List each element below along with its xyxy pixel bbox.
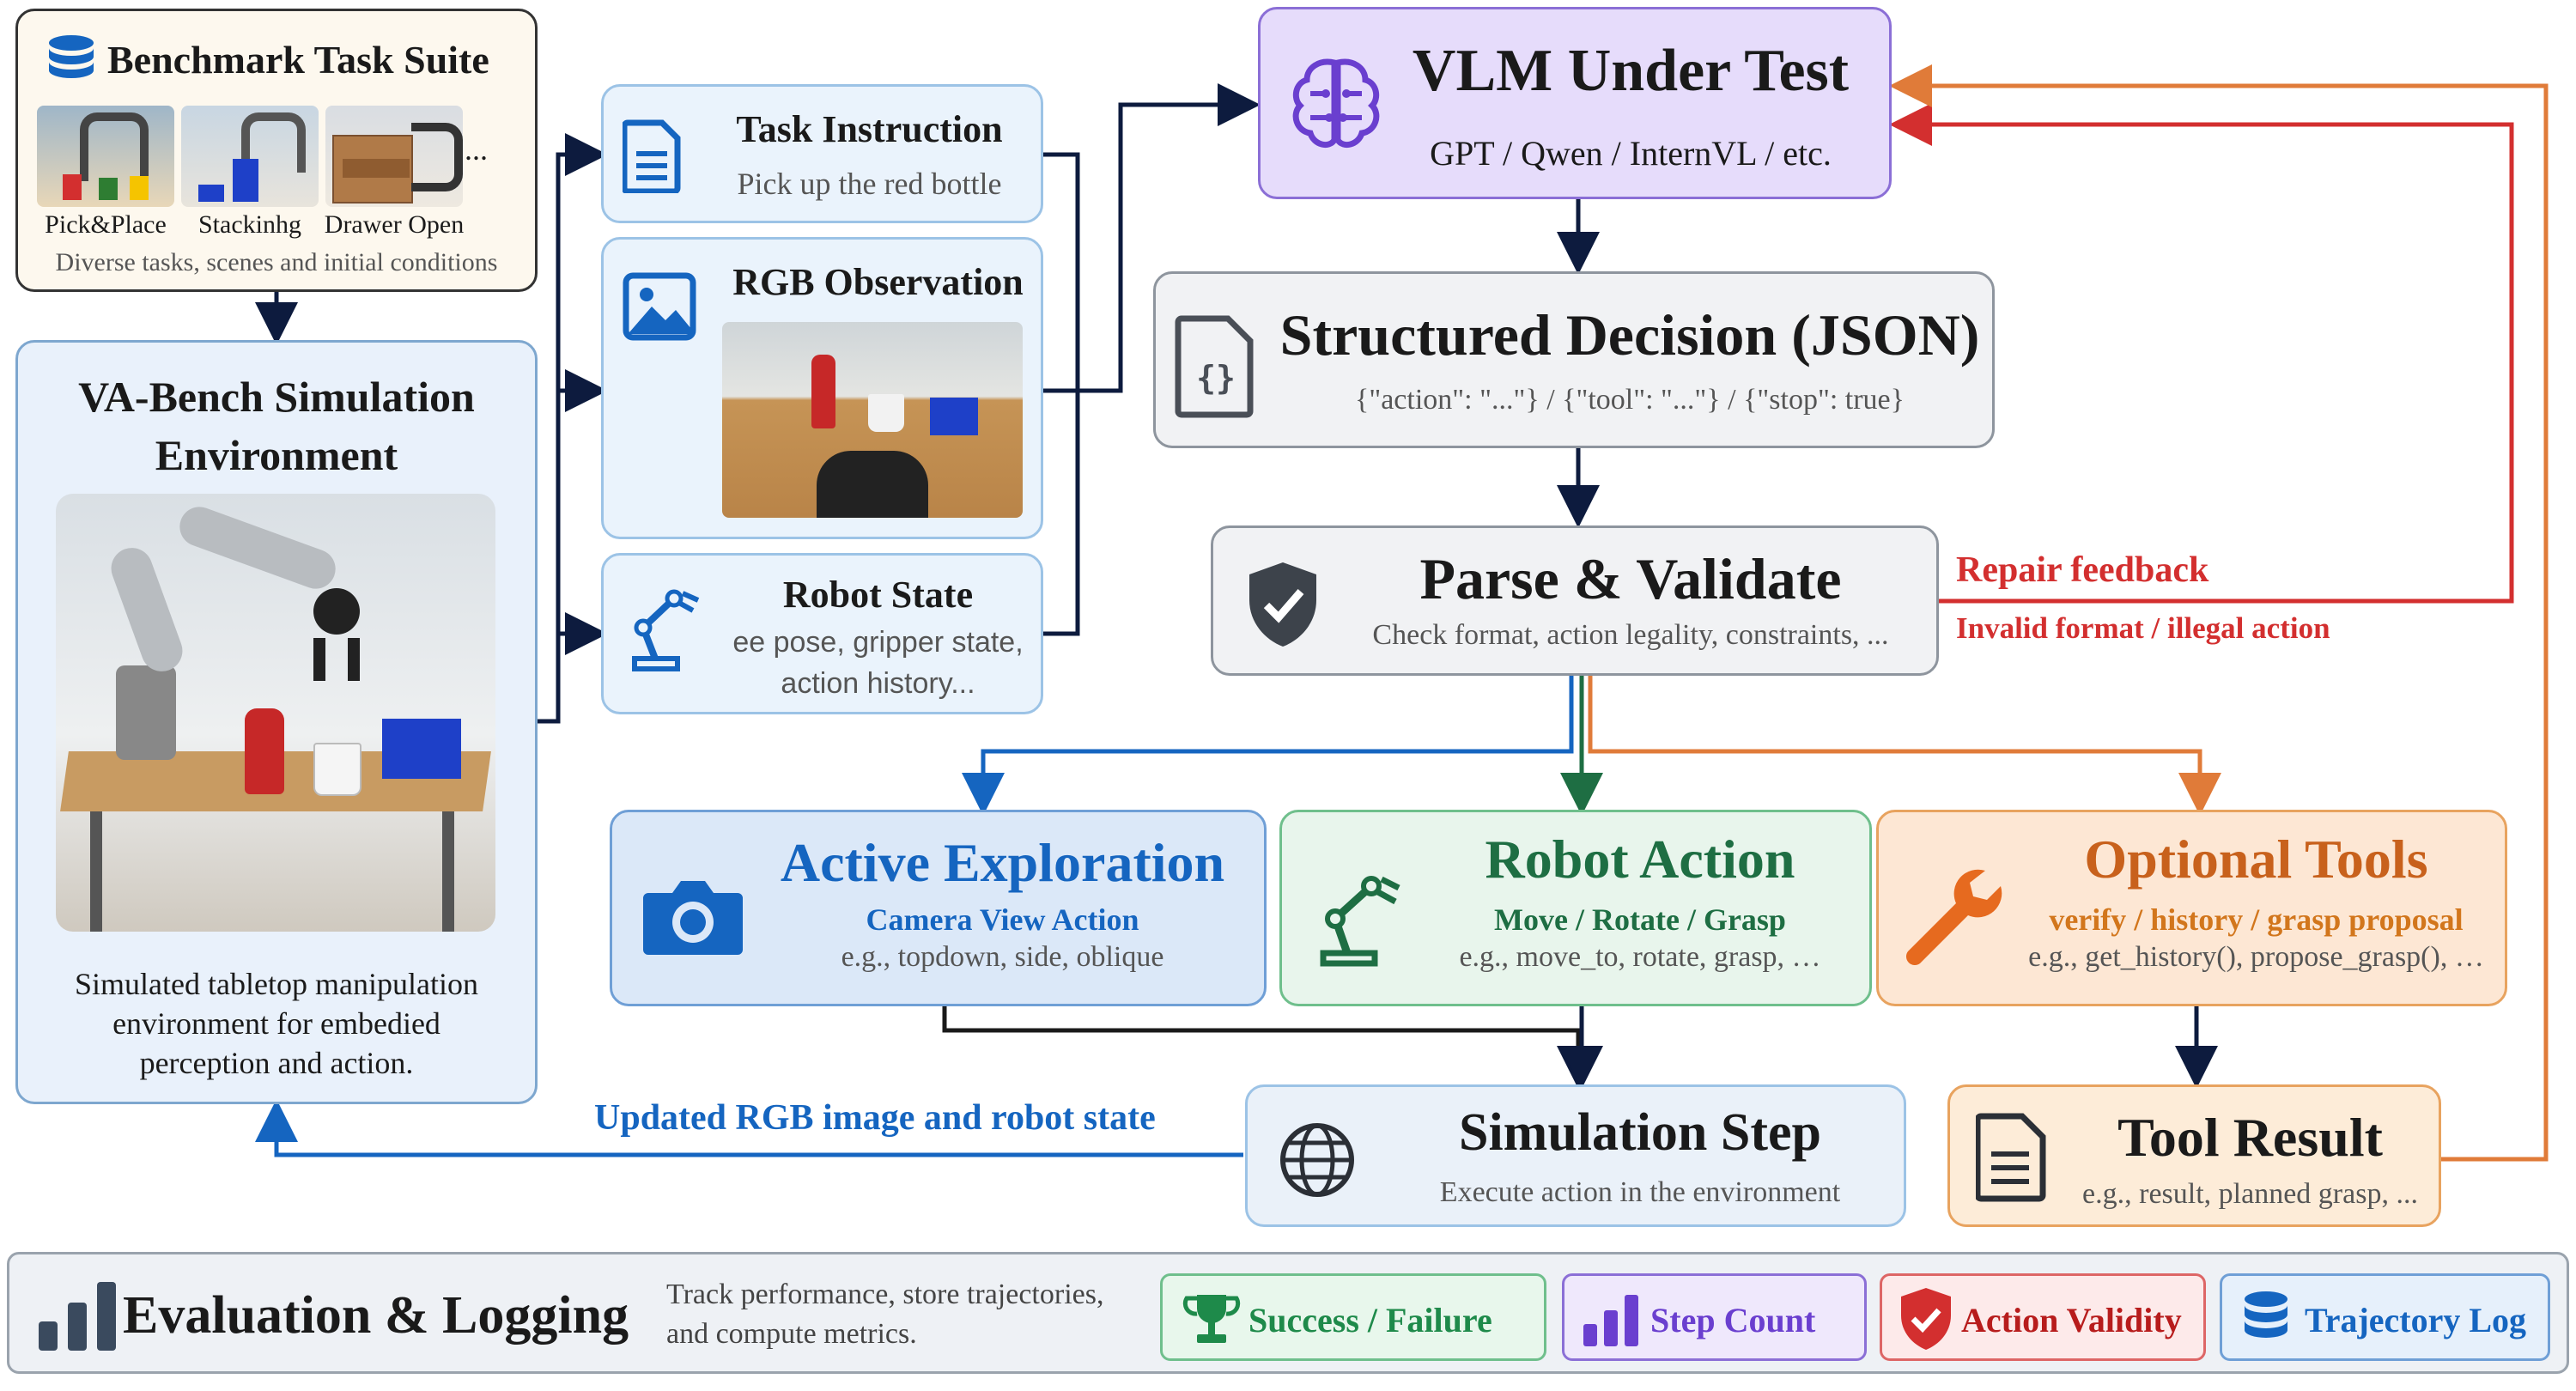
- evaluation-logging-bar: Evaluation & Logging Track performance, …: [7, 1252, 2569, 1374]
- env-desc-line2: environment for embedied: [112, 1006, 440, 1041]
- vlm-title: VLM Under Test: [1412, 38, 1850, 104]
- eval-desc-line2: and compute metrics.: [666, 1318, 917, 1350]
- task-instruction-box: Task Instruction Pick up the red bottle: [601, 84, 1043, 223]
- step-count-badge: Step Count: [1562, 1273, 1867, 1361]
- document-icon-result: [1976, 1113, 2046, 1202]
- robot-arm-icon: [632, 589, 700, 671]
- robot-state-box: Robot State ee pose, gripper state, acti…: [601, 553, 1043, 714]
- suite-ellipsis: ...: [465, 132, 488, 167]
- badge-step-count-label: Step Count: [1650, 1301, 1816, 1339]
- updated-state-label: Updated RGB image and robot state: [594, 1098, 1156, 1138]
- task-instruction-title: Task Instruction: [736, 108, 1003, 150]
- camera-icon: [643, 881, 743, 955]
- tools-sub1: verify / history / grasp proposal: [2049, 902, 2464, 937]
- explore-sub2: e.g., topdown, side, oblique: [841, 941, 1164, 973]
- database-icon: [49, 35, 94, 78]
- svg-text:{}: {}: [1196, 359, 1236, 397]
- invalid-format-label: Invalid format / illegal action: [1956, 611, 2330, 645]
- parse-validate-box: Parse & Validate Check format, action le…: [1211, 525, 1939, 676]
- env-title-line1: VA-Bench Simulation: [78, 373, 475, 421]
- tools-sub2: e.g., get_history(), propose_grasp(), …: [2028, 941, 2484, 973]
- step-bars-icon: [1583, 1295, 1638, 1346]
- bar-chart-icon: [39, 1282, 116, 1351]
- robot-action-title: Robot Action: [1485, 829, 1795, 890]
- decision-subtitle: {"action": "..."} / {"tool": "..."} / {"…: [1355, 384, 1905, 416]
- task-instruction-text: Pick up the red bottle: [737, 167, 1002, 201]
- optional-tools-box: Optional Tools verify / history / grasp …: [1876, 810, 2507, 1006]
- robot-state-title: Robot State: [782, 574, 974, 616]
- badge-trajectory-log-label: Trajectory Log: [2305, 1301, 2527, 1339]
- env-desc-line1: Simulated tabletop manipulation: [75, 967, 478, 1001]
- image-icon: [623, 272, 696, 341]
- simulation-step-box: Simulation Step Execute action in the en…: [1245, 1084, 1906, 1227]
- robot-arm-icon-action: [1320, 876, 1400, 967]
- rgb-observation-image: [722, 322, 1023, 518]
- tool-result-subtitle: e.g., result, planned grasp, ...: [2082, 1178, 2418, 1210]
- robot-action-sub2: e.g., move_to, rotate, grasp, …: [1459, 941, 1821, 973]
- badge-success-failure-label: Success / Failure: [1249, 1301, 1492, 1339]
- active-exploration-box: Active Exploration Camera View Action e.…: [610, 810, 1267, 1006]
- tool-result-title: Tool Result: [2117, 1107, 2383, 1168]
- globe-icon: [1280, 1123, 1354, 1197]
- robot-action-box: Robot Action Move / Rotate / Grasp e.g.,…: [1279, 810, 1872, 1006]
- thumb-stacking: [181, 106, 319, 207]
- vlm-under-test-box: VLM Under Test GPT / Qwen / InternVL / e…: [1258, 7, 1892, 199]
- brain-icon: [1292, 58, 1380, 149]
- shield-check-red-icon: [1901, 1288, 1951, 1350]
- explore-title: Active Exploration: [780, 832, 1225, 893]
- suite-caption: Diverse tasks, scenes and initial condit…: [55, 248, 498, 276]
- database-icon-log: [2245, 1291, 2287, 1338]
- task-label-pick-place: Pick&Place: [45, 210, 167, 239]
- env-robot-image: [56, 494, 495, 932]
- sim-step-title: Simulation Step: [1458, 1103, 1822, 1162]
- document-icon: [623, 119, 681, 193]
- robot-state-line2: action history...: [781, 667, 975, 700]
- tools-title: Optional Tools: [2084, 829, 2428, 890]
- tool-result-box: Tool Result e.g., result, planned grasp,…: [1947, 1084, 2441, 1227]
- simulation-environment-box: VA-Bench Simulation Environment Simulate…: [15, 340, 538, 1104]
- action-validity-badge: Action Validity: [1880, 1273, 2206, 1361]
- decision-title: Structured Decision (JSON): [1279, 302, 1980, 367]
- thumb-drawer-open: [325, 106, 463, 207]
- trajectory-log-badge: Trajectory Log: [2220, 1273, 2550, 1361]
- thumb-pick-place: [37, 106, 174, 207]
- trophy-icon: [1182, 1295, 1241, 1343]
- suite-title: Benchmark Task Suite: [107, 38, 489, 82]
- vlm-subtitle: GPT / Qwen / InternVL / etc.: [1430, 134, 1832, 173]
- repair-feedback-label: Repair feedback: [1956, 550, 2209, 590]
- eval-title: Evaluation & Logging: [123, 1286, 629, 1345]
- success-failure-badge: Success / Failure: [1160, 1273, 1546, 1361]
- benchmark-task-suite-box: Benchmark Task Suite ... Pick&Place Stac…: [15, 9, 538, 292]
- parse-title: Parse & Validate: [1419, 546, 1842, 611]
- env-title-line2: Environment: [155, 431, 398, 479]
- task-label-stacking: Stackinhg: [198, 210, 301, 239]
- sim-step-subtitle: Execute action in the environment: [1439, 1176, 1841, 1208]
- parse-subtitle: Check format, action legality, constrain…: [1372, 619, 1889, 651]
- eval-desc-line1: Track performance, store trajectories,: [666, 1279, 1104, 1310]
- robot-state-line1: ee pose, gripper state,: [732, 626, 1024, 659]
- json-file-icon: {}: [1175, 315, 1254, 418]
- badge-action-validity-label: Action Validity: [1961, 1301, 2182, 1339]
- env-desc-line3: perception and action.: [139, 1046, 414, 1080]
- robot-action-sub1: Move / Rotate / Grasp: [1494, 902, 1786, 937]
- structured-decision-box: {} Structured Decision (JSON) {"action":…: [1153, 271, 1995, 448]
- task-label-drawer-open: Drawer Open: [324, 210, 465, 239]
- rgb-observation-box: RGB Observation: [601, 237, 1043, 539]
- wrench-icon: [1906, 869, 2002, 965]
- shield-check-icon: [1249, 562, 1316, 647]
- explore-sub1: Camera View Action: [866, 902, 1139, 937]
- rgb-observation-title: RGB Observation: [732, 261, 1024, 303]
